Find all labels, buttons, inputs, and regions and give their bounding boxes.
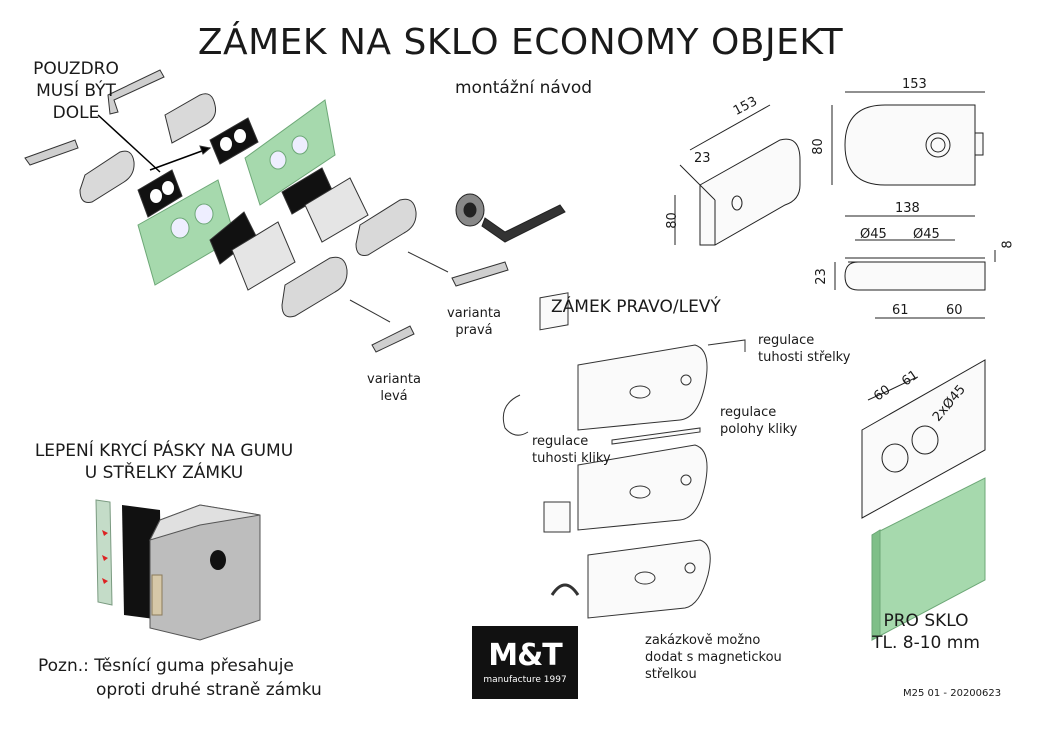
- regulace-kliky-label: regulace tuhosti kliky: [532, 433, 611, 467]
- regulace-kliky-line-2: tuhosti kliky: [532, 451, 611, 466]
- cover-plate-left: [79, 150, 135, 203]
- pozn-line-2: oproti druhé straně zámku: [96, 680, 322, 700]
- glass-pane-right: [244, 99, 336, 206]
- dim-dia-left: Ø45: [860, 227, 887, 242]
- zakazkove-line-1: zakázkově možno: [645, 633, 761, 648]
- pozn-note: Pozn.: Těsnící guma přesahuje oproti dru…: [38, 654, 322, 702]
- handle-right: [451, 261, 509, 287]
- mt-logo: M&T manufacture 1997: [472, 626, 578, 699]
- cover-plate-right: [355, 198, 417, 256]
- varianta-leva-label: varianta levá: [362, 371, 426, 405]
- lepeni-heading: LEPENÍ KRYCÍ PÁSKY NA GUMU U STŘELKY ZÁM…: [14, 440, 314, 484]
- regulace-strelky-top-label: regulace tuhosti střelky: [758, 332, 850, 366]
- regulace-polohy-line-2: polohy kliky: [720, 422, 798, 437]
- tape-illustration: [95, 499, 261, 641]
- pouzdro-line-2: MUSÍ BÝT: [36, 81, 116, 101]
- zakazkove-line-3: střelkou: [645, 667, 697, 682]
- zakazkove-line-2: dodat s magnetickou: [645, 650, 782, 665]
- lock-body-right: [304, 177, 369, 243]
- key-assembly: [455, 193, 566, 243]
- dim-front-width: 153: [902, 77, 927, 92]
- dim-dist-right: 60: [946, 303, 963, 318]
- green-glass-block: [871, 477, 986, 641]
- pro-sklo-line-1: PRO SKLO: [883, 611, 969, 631]
- dim-dist-left: 61: [892, 303, 909, 318]
- regulace-kliky-line-1: regulace: [532, 434, 589, 449]
- regulace-strelky-line-2: tuhosti střelky: [758, 350, 851, 365]
- iso-dimension-drawing: [674, 104, 801, 246]
- front-view: [831, 91, 985, 186]
- pouzdro-line-1: POUZDRO: [33, 59, 119, 79]
- handle-bottom: [371, 325, 415, 353]
- lepeni-line-1: LEPENÍ KRYCÍ PÁSKY NA GUMU: [34, 441, 294, 461]
- dim-bottom-width: 138: [895, 201, 920, 216]
- lock-body-left: [231, 221, 296, 291]
- dim-bottom-height: 23: [813, 268, 829, 285]
- pouzdro-note: POUZDRO MUSÍ BÝT DOLE: [24, 58, 128, 124]
- regulace-polohy-line-1: regulace: [720, 405, 777, 420]
- varianta-prava-line-2: pravá: [455, 323, 493, 338]
- pouzdro-line-3: DOLE: [52, 103, 100, 123]
- lock-variants: [502, 292, 746, 619]
- lepeni-line-2: U STŘELKY ZÁMKU: [84, 463, 244, 483]
- regulace-polohy-label: regulace polohy kliky: [720, 404, 797, 438]
- logo-brand: M&T: [488, 638, 562, 673]
- document-code: M25 01 - 20200623: [903, 688, 1002, 699]
- varianta-leva-line-1: varianta: [367, 372, 421, 387]
- logo-tagline: manufacture 1997: [483, 675, 567, 685]
- handle-top-left: [107, 69, 165, 115]
- varianta-leva-line-2: levá: [380, 389, 408, 404]
- pro-sklo-note: PRO SKLO TL. 8-10 mm: [860, 610, 992, 654]
- gasket-top: [209, 117, 259, 165]
- handle-left: [24, 139, 79, 166]
- exploded-assembly: [24, 69, 509, 353]
- zamek-pravo-levy-label: ZÁMEK PRAVO/LEVÝ: [551, 297, 721, 317]
- subtitle: montážní návod: [455, 78, 593, 98]
- dim-front-height: 80: [810, 138, 826, 155]
- page-title: ZÁMEK NA SKLO ECONOMY OBJEKT: [197, 22, 844, 63]
- zakazkove-note: zakázkově možno dodat s magnetickou stře…: [645, 632, 782, 683]
- pozn-line-1: Pozn.: Těsnící guma přesahuje: [38, 656, 294, 676]
- dim-iso-height: 80: [664, 212, 680, 229]
- cover-plate-top: [164, 93, 216, 144]
- side-view: [834, 215, 996, 319]
- pro-sklo-line-2: TL. 8-10 mm: [872, 633, 980, 653]
- glass-plate-drawing: [861, 359, 986, 519]
- varianta-prava-line-1: varianta: [447, 306, 501, 321]
- regulace-strelky-line-1: regulace: [758, 333, 815, 348]
- dim-dia-right: Ø45: [913, 227, 940, 242]
- dim-thickness: 8: [1000, 240, 1016, 249]
- dim-iso-depth: 23: [694, 151, 711, 166]
- cover-plate-bottom: [281, 256, 348, 318]
- varianta-prava-label: varianta pravá: [444, 305, 504, 339]
